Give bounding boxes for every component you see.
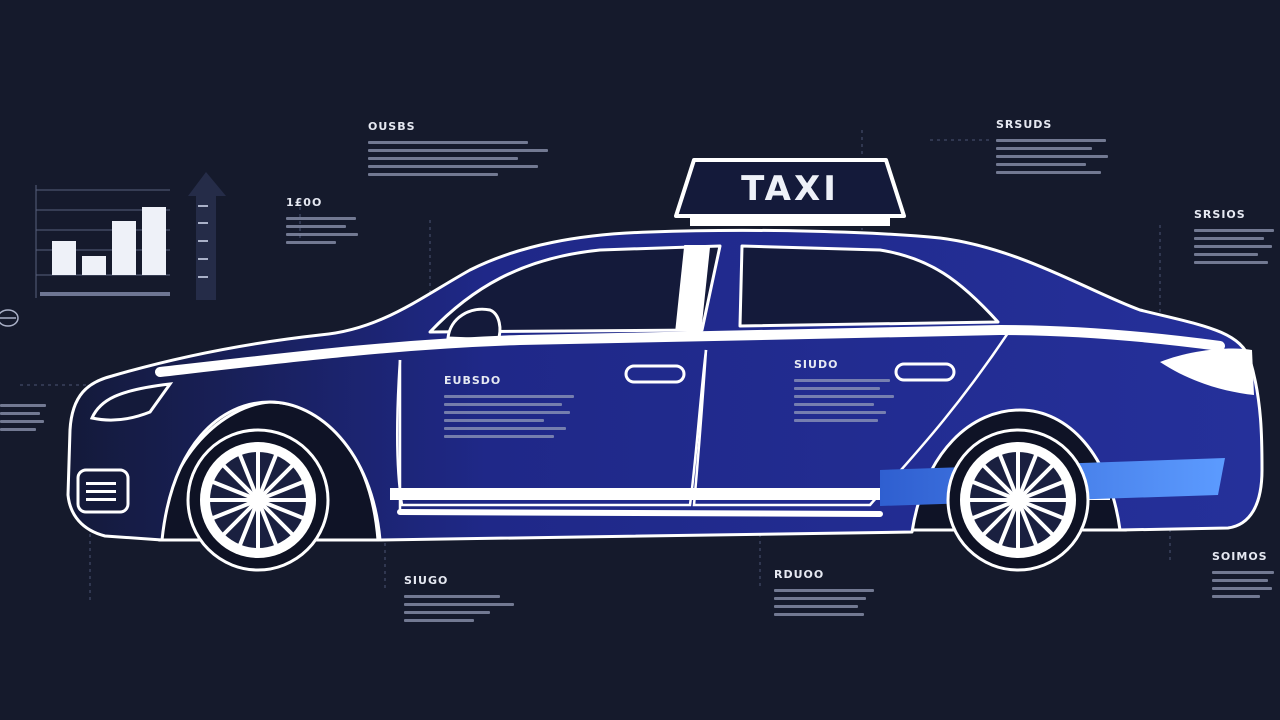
chart-bar bbox=[112, 221, 136, 275]
callout-top-left: OUSBS bbox=[368, 120, 558, 181]
rear-door-handle bbox=[894, 362, 956, 382]
rocker-line bbox=[397, 509, 883, 517]
callout-heading: SRSIOS bbox=[1194, 208, 1246, 221]
taxi-sign-text: TAXI bbox=[741, 169, 839, 209]
callout-heading: SOIMOS bbox=[1212, 550, 1268, 563]
taxi-roof-sign bbox=[674, 158, 906, 226]
callout-top-right: SRSUDS bbox=[996, 118, 1116, 179]
callout-heading: 1£0O bbox=[286, 196, 323, 209]
window-group bbox=[428, 244, 1000, 334]
front-door-handle bbox=[624, 364, 686, 384]
door-handles bbox=[624, 362, 956, 384]
callout-heading: SIUDO bbox=[794, 358, 839, 371]
callout-bottom-left: SIUGO bbox=[404, 574, 524, 627]
door-lines bbox=[395, 329, 1012, 510]
callout-heading: SRSUDS bbox=[996, 118, 1053, 131]
callout-front-door: EUBSDO bbox=[444, 374, 584, 443]
bar-chart-graphic bbox=[35, 185, 170, 298]
rear-wheel bbox=[946, 428, 1090, 572]
chart-bar bbox=[142, 207, 166, 275]
callout-far-left bbox=[0, 404, 48, 436]
belt-line bbox=[155, 324, 1225, 377]
up-arrow-graphic bbox=[188, 172, 226, 300]
callout-rear-door: SIUDO bbox=[794, 358, 904, 427]
callout-bottom-mid: RDUOO bbox=[774, 568, 884, 621]
callout-bottom-right: SOIMOS bbox=[1212, 550, 1278, 603]
chart-bar bbox=[82, 256, 106, 275]
front-window bbox=[428, 244, 722, 334]
taillight bbox=[1160, 348, 1254, 395]
front-grille bbox=[76, 468, 130, 514]
callout-mid-left: 1£0O bbox=[286, 196, 366, 249]
rear-window bbox=[738, 244, 1000, 328]
callout-heading: OUSBS bbox=[368, 120, 416, 133]
callout-heading: SIUGO bbox=[404, 574, 449, 587]
callout-heading: EUBSDO bbox=[444, 374, 502, 387]
window-pillar bbox=[675, 245, 711, 331]
callout-heading: RDUOO bbox=[774, 568, 825, 581]
front-wheel bbox=[186, 428, 330, 572]
callout-right: SRSIOS bbox=[1194, 208, 1278, 269]
chart-bar bbox=[52, 241, 76, 275]
steering-wheel-icon bbox=[0, 309, 19, 327]
headlight bbox=[89, 382, 174, 422]
side-mirror bbox=[446, 307, 502, 342]
